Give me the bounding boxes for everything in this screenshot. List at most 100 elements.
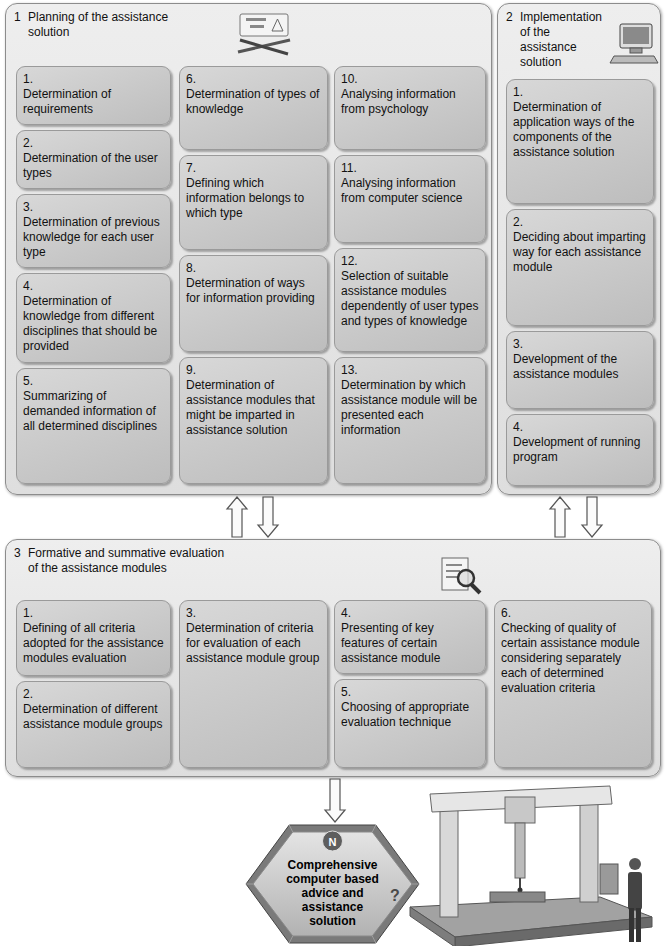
step-box: 5.Choosing of appropriate evaluation tec…	[334, 679, 486, 768]
step-text: Determination of assistance modules that…	[186, 378, 321, 438]
measuring-machine-part	[515, 823, 525, 878]
step-box: 10.Analysing information from psychology	[334, 66, 486, 150]
measuring-machine-part	[580, 794, 598, 902]
hexagon-facet	[372, 825, 376, 832]
help-symbol: ?	[385, 888, 405, 904]
flow-arrow	[258, 497, 278, 537]
step-text: Determination of requirements	[23, 87, 164, 117]
evaluation-icon-part	[458, 570, 474, 586]
step-number: 6.	[501, 606, 515, 621]
computer-icon-part	[630, 48, 642, 53]
computer-icon-part	[620, 24, 652, 48]
evaluation-icon-part	[471, 584, 480, 593]
drawing-tools-icon-part	[250, 25, 264, 28]
phase-title: Planning of the assistance solution	[28, 10, 203, 40]
step-number: 8.	[186, 261, 200, 276]
step-text: Determination of types of knowledge	[186, 87, 321, 117]
evaluation-icon-part	[446, 564, 462, 566]
step-text: Determination of criteria for evaluation…	[186, 621, 321, 666]
step-box: 2.Determination of different assistance …	[16, 681, 171, 768]
flow-arrow	[550, 497, 570, 537]
hexagon-facet	[246, 884, 253, 885]
evaluation-icon-part	[446, 576, 458, 578]
compass-letter: N	[323, 833, 343, 849]
drawing-tools-icon	[238, 14, 290, 54]
step-box: 2.Determination of the user types	[16, 130, 171, 189]
step-text: Determination of knowledge from differen…	[23, 294, 164, 354]
panel-heading: 3Formative and summative evaluation of t…	[14, 546, 652, 576]
step-number: 3.	[23, 200, 37, 215]
step-box: 9.Determination of assistance modules th…	[179, 357, 328, 484]
measuring-machine-part	[600, 864, 618, 894]
flow-arrow	[325, 779, 345, 822]
measuring-machine-part	[629, 858, 641, 870]
step-number: 2.	[23, 136, 37, 151]
step-number: 7.	[186, 161, 200, 176]
measuring-machine	[410, 786, 652, 946]
help-symbol-text: ?	[390, 887, 400, 904]
evaluation-icon	[442, 558, 480, 593]
step-box: 1.Determination of requirements	[16, 66, 171, 125]
hexagon-facet	[289, 936, 293, 943]
step-box: 5.Summarizing of demanded information of…	[16, 368, 171, 484]
step-box: 8.Determination of ways for information …	[179, 255, 328, 352]
step-number: 4.	[341, 606, 355, 621]
drawing-tools-icon-part	[238, 40, 290, 52]
step-box: 11.Analysing information from computer s…	[334, 155, 486, 243]
step-text: Presenting of key features of certain as…	[341, 621, 479, 666]
step-text: Determination of application ways of the…	[513, 100, 647, 160]
step-box: 1.Determination of application ways of t…	[506, 79, 654, 204]
hexagon-rim	[246, 825, 419, 943]
phase-title: Formative and summative evaluation of th…	[28, 546, 233, 576]
step-text: Determination of previous knowledge for …	[23, 215, 164, 260]
measuring-machine-part	[410, 907, 455, 946]
step-box: 4.Presenting of key features of certain …	[334, 600, 486, 674]
phase-number: 1	[14, 10, 28, 25]
evaluation-icon-part	[442, 558, 468, 590]
step-number: 1.	[23, 606, 37, 621]
phase-number: 3	[14, 546, 28, 561]
step-box: 6.Determination of types of knowledge	[179, 66, 328, 150]
step-box: 6.Checking of quality of certain assista…	[494, 600, 652, 768]
step-box: 2.Deciding about imparting way for each …	[506, 209, 654, 326]
step-text: Development of the assistance modules	[513, 352, 647, 382]
step-text: Summarizing of demanded information of a…	[23, 389, 164, 434]
step-box: 3.Development of the assistance modules	[506, 331, 654, 409]
step-text: Determination of the user types	[23, 151, 164, 181]
step-number: 5.	[341, 685, 355, 700]
measuring-machine-part	[636, 908, 641, 942]
step-text: Choosing of appropriate evaluation techn…	[341, 700, 479, 730]
step-number: 2.	[23, 687, 37, 702]
step-text: Determination of different assistance mo…	[23, 702, 164, 732]
step-number: 4.	[23, 279, 37, 294]
step-text: Analysing information from psychology	[341, 87, 479, 117]
computer-icon	[610, 24, 658, 63]
computer-icon-part	[610, 56, 658, 63]
step-text: Defining of all criteria adopted for the…	[23, 621, 164, 666]
step-box: 7.Defining which information belongs to …	[179, 155, 328, 250]
measuring-machine-part	[519, 878, 521, 888]
measuring-machine-part	[628, 872, 642, 910]
phase-panel: 2Implementation of the assistance soluti…	[497, 3, 661, 495]
measuring-machine-part	[430, 786, 612, 812]
compass-circle	[323, 831, 343, 851]
step-text: Analysing information from computer scie…	[341, 176, 479, 206]
phase-panel: 3Formative and summative evaluation of t…	[5, 539, 661, 777]
step-number: 13.	[341, 363, 355, 378]
phase-title: Implementation of the assistance solutio…	[520, 10, 610, 70]
measuring-machine-part	[455, 917, 652, 946]
hexagon-facet	[412, 884, 419, 885]
drawing-tools-icon-part	[272, 19, 283, 31]
step-number: 12.	[341, 254, 355, 269]
step-text: Determination of ways for information pr…	[186, 276, 321, 306]
drawing-tools-icon-part	[240, 40, 288, 54]
step-text: Defining which information belongs to wh…	[186, 176, 321, 221]
step-number: 6.	[186, 72, 200, 87]
panel-heading: 2Implementation of the assistance soluti…	[506, 10, 652, 70]
computer-icon-part	[623, 27, 649, 44]
step-box: 3.Determination of previous knowledge fo…	[16, 194, 171, 268]
phase-number: 2	[506, 10, 520, 25]
step-box: 4.Development of running program	[506, 414, 654, 486]
measuring-machine-part	[518, 888, 523, 893]
